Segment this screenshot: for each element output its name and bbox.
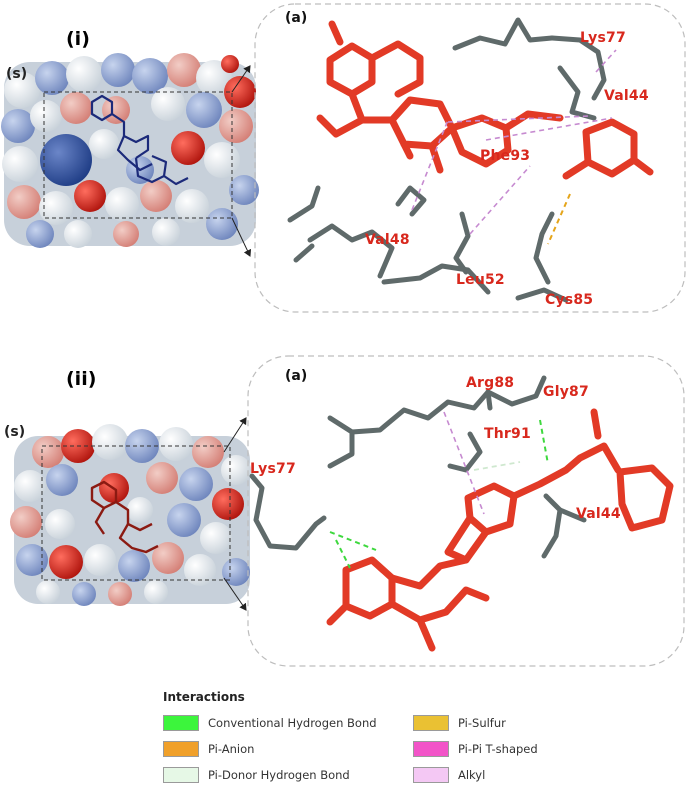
panel-label-ii: (ii): [66, 368, 97, 390]
legend-swatch: [163, 715, 199, 731]
panel-label-i: (i): [66, 28, 90, 50]
pi-donor-interaction: [473, 461, 521, 471]
residue-label: Val44: [576, 506, 621, 522]
residue-label: Cys85: [545, 292, 594, 308]
panel-i-surface: [1, 53, 259, 248]
alkyl-interactions-ii: [443, 411, 485, 515]
legend-title: Interactions: [163, 690, 245, 704]
panel-i-detail: [254, 3, 686, 313]
zoom-arrow-top-i: [231, 65, 251, 93]
zoom-arrow-bottom-ii: [223, 577, 247, 611]
legend-swatch: [413, 715, 449, 731]
legend-label: Pi-Pi T-shaped: [458, 742, 538, 756]
detail-label-ii: (a): [285, 368, 308, 384]
panel-ii-detail: [247, 355, 685, 667]
panel-ii-surface: [10, 424, 251, 606]
zoom-arrow-bottom-i: [231, 217, 252, 257]
residue-label: Lys77: [580, 30, 626, 46]
residue-label: Leu52: [456, 272, 505, 288]
residue-label: Val44: [604, 88, 649, 104]
legend-swatch: [413, 767, 449, 783]
legend-label: Alkyl: [458, 768, 486, 782]
detail-label-i: (a): [285, 10, 308, 26]
legend-label: Pi-Sulfur: [458, 716, 506, 730]
alkyl-interactions: [411, 49, 617, 235]
legend-swatch: [163, 741, 199, 757]
h-bond-interactions: [329, 419, 549, 569]
surface-label-ii: (s): [4, 424, 26, 440]
surface-label-i: (s): [6, 66, 28, 82]
residue-label: Thr91: [484, 426, 531, 442]
residue-label: Val48: [365, 232, 410, 248]
residue-label: Phe93: [480, 148, 531, 164]
residue-label: Lys77: [250, 461, 296, 477]
residue-label: Gly87: [543, 384, 589, 400]
legend-label: Pi-Anion: [208, 742, 255, 756]
pi-sulfur-interaction: [547, 193, 571, 245]
residue-label: Arg88: [466, 375, 515, 391]
legend-swatch: [413, 741, 449, 757]
legend-swatch: [163, 767, 199, 783]
zoom-arrow-top-ii: [223, 417, 247, 453]
legend-label: Conventional Hydrogen Bond: [208, 716, 377, 730]
legend-label: Pi-Donor Hydrogen Bond: [208, 768, 350, 782]
